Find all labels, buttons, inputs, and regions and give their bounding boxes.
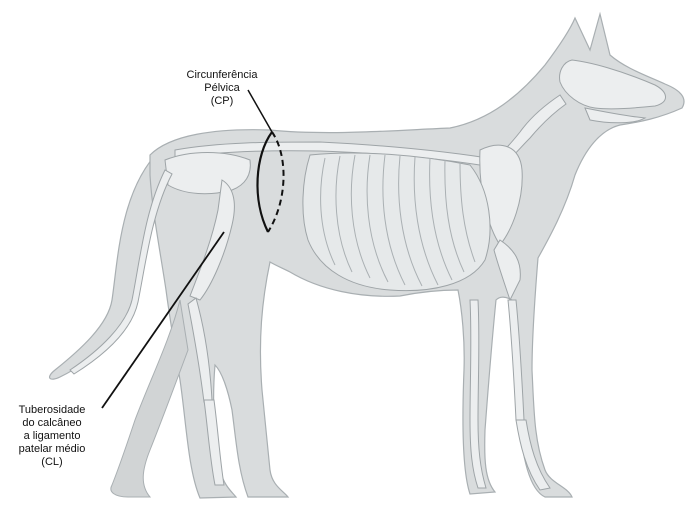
- calcaneal-tuberosity-label-line-1: Tuberosidade: [0, 404, 104, 417]
- calcaneal-tuberosity-label-line-5: (CL): [0, 456, 104, 469]
- pelvic-circumference-label-line-1: Circunferência: [168, 69, 276, 82]
- pelvis-bone: [165, 153, 250, 194]
- ribcage: [303, 153, 490, 291]
- pelvic-circumference-label-line-3: (CP): [168, 95, 276, 108]
- pelvic-circumference-label-line-2: Pélvica: [168, 82, 276, 95]
- calcaneal-tuberosity-label-line-4: patelar médio: [0, 443, 104, 456]
- calcaneal-tuberosity-label-line-2: do calcâneo: [0, 417, 104, 430]
- calcaneal-tuberosity-label-line-3: a ligamento: [0, 430, 104, 443]
- calcaneal-tuberosity-label: Tuberosidade do calcâneo a ligamento pat…: [0, 404, 104, 469]
- pelvic-circumference-label: Circunferência Pélvica (CP): [168, 69, 276, 108]
